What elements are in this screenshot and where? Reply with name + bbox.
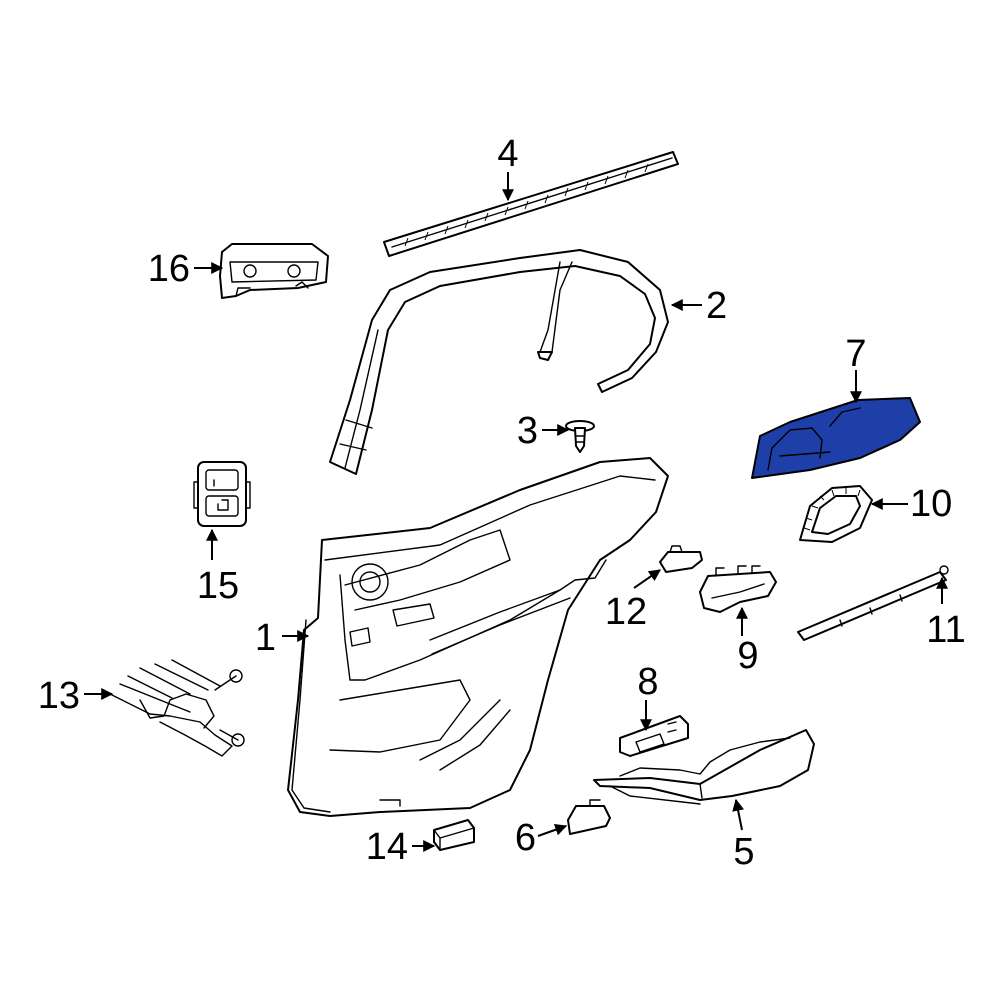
callout-1: 1 [255,617,276,659]
part-13-wiring-harness[interactable] [109,659,245,757]
callout-4: 4 [497,133,518,175]
callout-9: 9 [737,635,758,677]
part-14-block[interactable] [433,819,475,851]
part-9-pull-handle[interactable] [699,565,777,613]
callout-10: 10 [910,483,952,525]
callout-5: 5 [733,831,754,873]
part-16-switch-housing[interactable] [219,243,329,299]
part-3-push-clip[interactable] [565,420,595,453]
callout-2: 2 [706,285,727,327]
callout-14: 14 [366,826,408,868]
callout-11: 11 [926,609,965,651]
callout-7: 7 [845,333,866,375]
part-8-switch-bezel[interactable] [619,715,689,757]
part-7-pocket-insert[interactable] [751,397,921,479]
part-5-armrest[interactable] [593,729,815,805]
callout-labels: 4 2 3 16 15 1 13 14 6 5 8 9 12 7 10 11 [38,133,966,873]
callout-3: 3 [517,410,538,452]
callout-15: 15 [197,565,239,607]
part-6-end-cap[interactable] [567,799,611,835]
callout-8: 8 [637,661,658,703]
part-4-weatherstrip[interactable] [383,151,679,257]
part-15-window-switch[interactable] [193,461,251,527]
callout-12: 12 [605,591,647,633]
callout-13: 13 [38,675,80,717]
part-10-bezel[interactable] [799,485,873,543]
leader-lines [84,172,948,852]
part-1-door-panel[interactable] [287,457,669,817]
part-12-clip[interactable] [659,545,703,573]
callout-6: 6 [515,817,536,859]
callout-16: 16 [148,248,190,290]
part-2-frame-trim[interactable] [329,249,669,475]
